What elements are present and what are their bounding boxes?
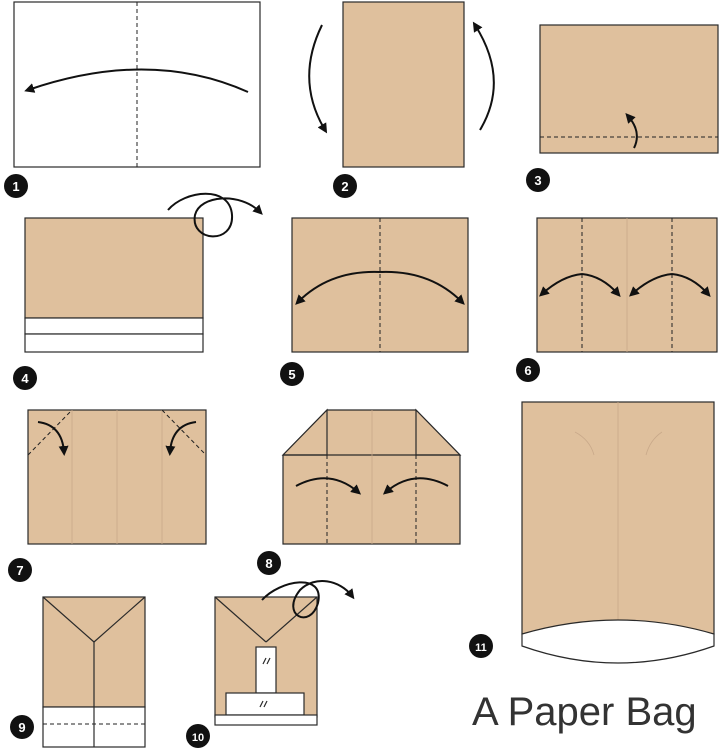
- step-4-paper: [24, 217, 204, 319]
- step-3: [539, 24, 719, 154]
- step-3-fold-arrow: [625, 112, 638, 149]
- step-4-folded-strip-bottom: [24, 333, 204, 353]
- step-badge-8: 8: [257, 551, 281, 575]
- step-6-arrow-3: [629, 273, 673, 297]
- step-5: [291, 217, 469, 353]
- step-number: 9: [18, 720, 25, 735]
- step-10-fold-right: [265, 596, 318, 643]
- step-6-arrow-1: [539, 273, 583, 297]
- step-10-bottom-edge: [214, 714, 318, 726]
- step-8-arrow-right: [382, 477, 449, 495]
- step-8-arrow-left: [295, 477, 362, 495]
- step-7-diagonal-right: [161, 409, 207, 456]
- step-number: 5: [288, 367, 295, 382]
- step-5-arrow-left: [295, 270, 381, 305]
- step-2: [308, 1, 495, 168]
- step-9: [42, 596, 146, 748]
- step-11-bag-cuff: [521, 619, 715, 664]
- step-3-paper: [539, 24, 719, 154]
- step-10: [214, 580, 355, 726]
- step-7-diagonal-left: [27, 409, 73, 456]
- step-6: [536, 217, 718, 353]
- step-10-turn-over-arrow: [261, 580, 355, 619]
- step-number: 8: [265, 556, 272, 571]
- step-4-turn-over-arrow: [167, 192, 263, 238]
- step-8-flap-left: [281, 408, 328, 456]
- step-badge-4: 4: [13, 366, 37, 390]
- step-1-fold-arrow: [24, 68, 249, 93]
- step-7-arrow-left: [37, 421, 69, 456]
- step-2-turn-arrow-right: [472, 21, 495, 131]
- step-11-crease-left: [574, 431, 595, 456]
- step-number: 4: [21, 371, 29, 386]
- step-5-arrow-right: [379, 270, 465, 305]
- step-4-folded-strip-top: [24, 317, 204, 335]
- step-6-arrow-4: [671, 273, 711, 297]
- step-number: 7: [16, 563, 23, 578]
- step-11: [521, 401, 715, 664]
- step-badge-3: 3: [526, 168, 550, 192]
- step-number: 2: [341, 179, 348, 194]
- step-9-fold-right: [93, 596, 146, 643]
- step-badge-7: 7: [8, 558, 32, 582]
- step-8: [281, 408, 462, 545]
- step-badge-10: 10: [186, 724, 210, 748]
- step-badge-5: 5: [280, 362, 304, 386]
- step-badge-11: 11: [469, 634, 493, 658]
- step-6-arrow-2: [581, 273, 621, 297]
- step-1: [13, 1, 261, 168]
- step-badge-9: 9: [10, 715, 34, 739]
- step-10-stem-mark: [262, 657, 271, 665]
- step-7: [27, 409, 207, 545]
- step-number: 3: [534, 173, 541, 188]
- step-badge-6: 6: [516, 358, 540, 382]
- step-10-fold-left: [214, 596, 267, 643]
- step-4: [24, 192, 263, 353]
- step-1-paper: [13, 1, 261, 168]
- step-number: 11: [475, 642, 487, 654]
- step-2-paper: [342, 1, 465, 168]
- step-badge-1: 1: [4, 174, 28, 198]
- step-badge-2: 2: [333, 174, 357, 198]
- step-2-turn-arrow-left: [308, 24, 328, 134]
- step-11-crease-right: [645, 431, 663, 456]
- step-7-arrow-right: [165, 421, 197, 456]
- step-10-bar-mark: [259, 700, 268, 708]
- step-number: 10: [192, 732, 204, 744]
- step-10-base-stem: [255, 646, 277, 694]
- step-number: 6: [524, 363, 531, 378]
- diagram-title: A Paper Bag: [472, 690, 697, 734]
- step-9-fold-left: [42, 596, 95, 643]
- step-8-flap-right: [415, 408, 462, 456]
- step-number: 1: [12, 179, 19, 194]
